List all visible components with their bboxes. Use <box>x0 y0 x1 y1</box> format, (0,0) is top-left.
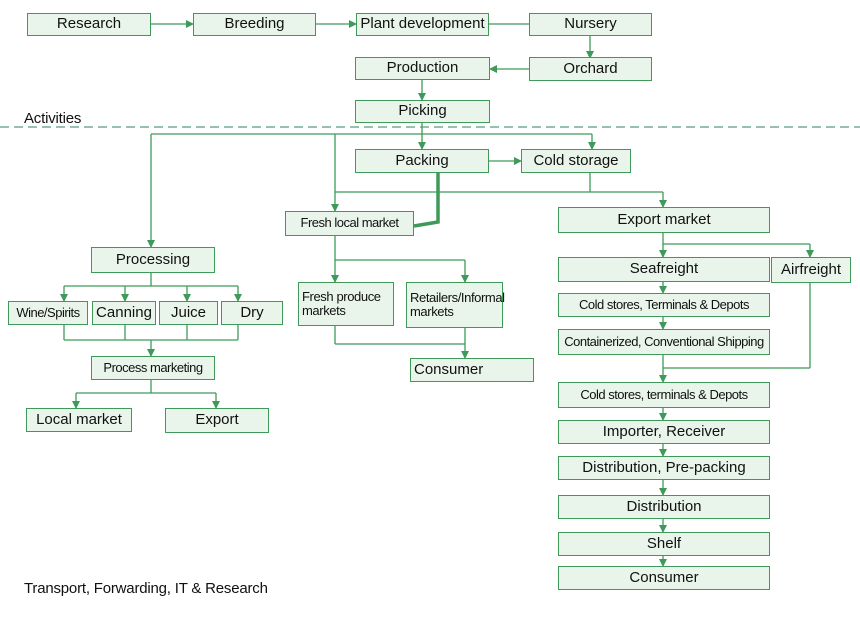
node-research: Research <box>27 13 151 36</box>
node-export: Export <box>165 408 269 433</box>
node-cold-stores-terminals-depots-1: Cold stores, Terminals & Depots <box>558 293 770 317</box>
node-juice: Juice <box>159 301 218 325</box>
node-local-market: Local market <box>26 408 132 432</box>
node-containerized-shipping: Containerized, Conventional Shipping <box>558 329 770 355</box>
node-distribution-prepacking: Distribution, Pre-packing <box>558 456 770 480</box>
node-retailers-informal-markets: Retailers/Informal markets <box>406 282 505 328</box>
node-plant-development: Plant development <box>356 13 489 36</box>
node-processing: Processing <box>91 247 215 273</box>
node-dry: Dry <box>221 301 283 325</box>
transport-label: Transport, Forwarding, IT & Research <box>24 580 268 597</box>
node-cold-stores-terminals-depots-2: Cold stores, terminals & Depots <box>558 382 770 408</box>
node-picking: Picking <box>355 100 490 123</box>
node-consumer-export: Consumer <box>558 566 770 590</box>
node-consumer-local: Consumer <box>410 358 534 382</box>
node-airfreight: Airfreight <box>771 257 851 283</box>
node-canning: Canning <box>92 301 156 325</box>
node-shelf: Shelf <box>558 532 770 556</box>
node-breeding: Breeding <box>193 13 316 36</box>
node-export-market: Export market <box>558 207 770 233</box>
activities-label: Activities <box>24 110 82 127</box>
node-cold-storage: Cold storage <box>521 149 631 173</box>
node-production: Production <box>355 57 490 80</box>
node-wine-spirits: Wine/Spirits <box>8 301 88 325</box>
node-process-marketing: Process marketing <box>91 356 215 380</box>
node-orchard: Orchard <box>529 57 652 81</box>
node-fresh-produce-markets: Fresh produce markets <box>298 282 394 326</box>
node-seafreight: Seafreight <box>558 257 770 282</box>
node-importer-receiver: Importer, Receiver <box>558 420 770 444</box>
node-distribution: Distribution <box>558 495 770 519</box>
node-packing: Packing <box>355 149 489 173</box>
node-nursery: Nursery <box>529 13 652 36</box>
node-fresh-local-market: Fresh local market <box>285 211 414 236</box>
